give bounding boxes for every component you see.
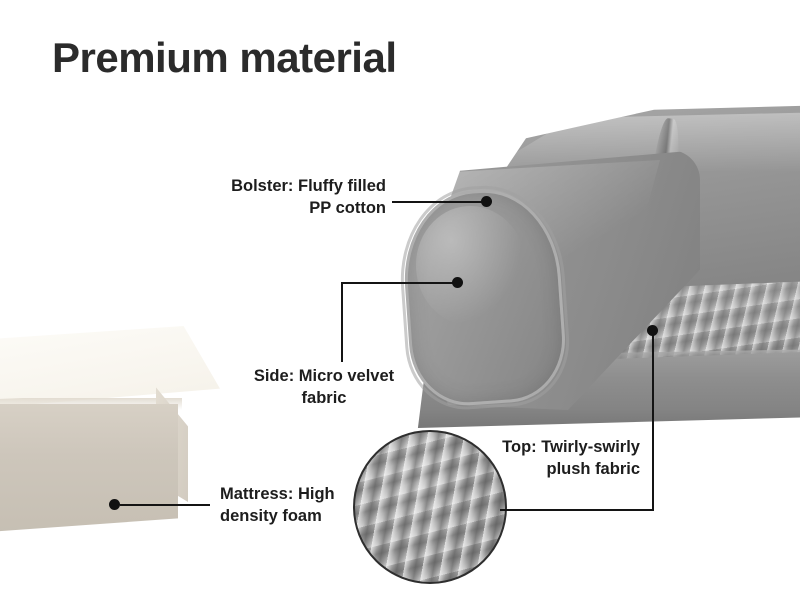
- back-bolster-highlight: [500, 112, 800, 172]
- leader-dot-side: [452, 277, 463, 288]
- plush-fabric-closeup-circle: [353, 430, 507, 584]
- leader-line-top-horizontal: [500, 509, 654, 511]
- callout-label-bolster: Bolster: Fluffy filled PP cotton: [231, 177, 386, 217]
- plush-surface-highlight: [438, 210, 800, 410]
- plush-sleep-surface: [438, 210, 800, 410]
- foam-side-face: [156, 387, 188, 502]
- foam-top-edge: [0, 398, 182, 410]
- foam-block-image: [0, 326, 220, 541]
- side-bolster-highlight: [430, 160, 660, 280]
- leader-dot-bolster: [481, 196, 492, 207]
- callout-label-mattress: Mattress: High density foam: [220, 485, 335, 525]
- callout-label-side: Side: Micro velvet fabric: [253, 367, 395, 407]
- bolster-cap-highlight: [411, 202, 531, 330]
- leader-line-side-horizontal: [341, 282, 454, 284]
- foam-front-face: [0, 404, 178, 534]
- foam-top-face: [0, 326, 220, 411]
- leader-dot-mattress: [109, 499, 120, 510]
- mattress-base-rail: [417, 352, 800, 428]
- back-bolster-roll: [470, 104, 800, 294]
- leader-line-mattress: [120, 504, 210, 506]
- mattress-base-seam: [421, 349, 800, 368]
- leader-line-top-vertical: [652, 335, 654, 510]
- bolster-corner-seam: [638, 117, 684, 305]
- leader-line-side-vertical: [341, 282, 343, 362]
- bolster-cap-piping: [394, 180, 574, 414]
- page-title: Premium material: [52, 34, 397, 81]
- leader-dot-top: [647, 325, 658, 336]
- side-bolster-roll: [412, 150, 700, 410]
- callout-label-top: Top: Twirly-swirly plush fabric: [502, 438, 640, 478]
- leader-line-bolster: [392, 201, 486, 203]
- bolster-end-cap: [398, 184, 570, 410]
